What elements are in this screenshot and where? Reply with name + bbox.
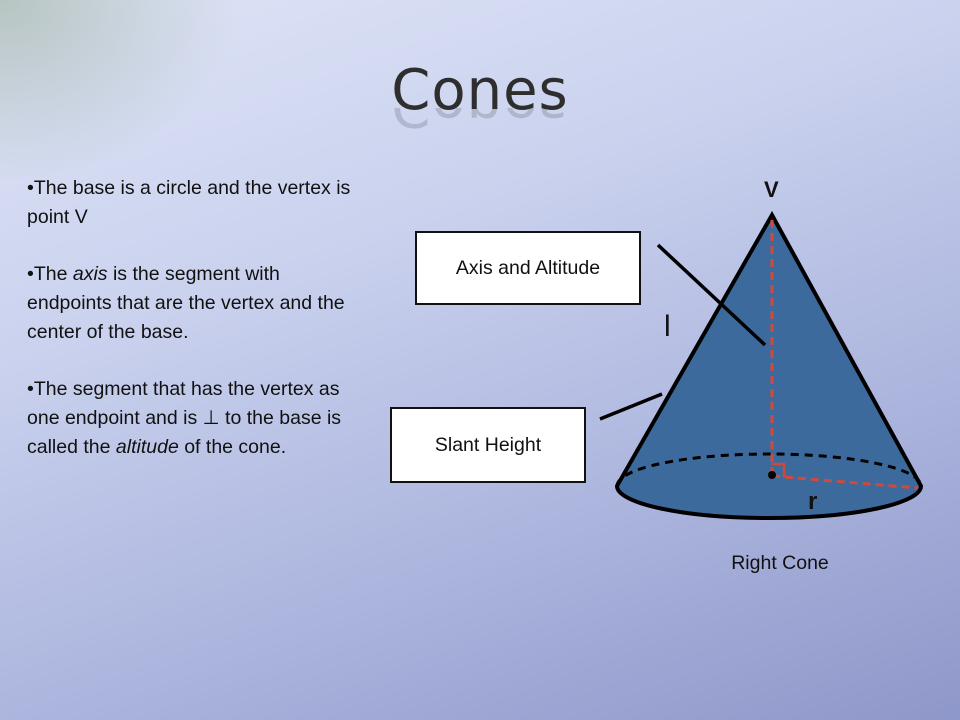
base-center-point xyxy=(768,471,776,479)
bullet-text: is the segment with endpoints that are t… xyxy=(27,263,345,343)
slant-leader-line xyxy=(599,392,663,421)
right-angle-marker xyxy=(772,462,786,477)
slant-height-label: Slant Height xyxy=(434,433,542,456)
bullet-term: axis xyxy=(72,263,108,285)
axis-altitude-label: Axis and Altitude xyxy=(455,256,601,279)
axis-altitude-callout: Axis and Altitude xyxy=(415,231,641,305)
axis-leader-line xyxy=(656,243,767,347)
bullet-text: of the cone. xyxy=(178,436,287,458)
slant-height-callout: Slant Height xyxy=(390,407,586,483)
bullet-list: •The base is a circle and the vertex is … xyxy=(27,174,357,490)
radius-label: r xyxy=(808,488,817,515)
bullet-item: •The segment that has the vertex as one … xyxy=(27,375,357,462)
slant-label: l xyxy=(664,310,671,343)
bullet-item: •The base is a circle and the vertex is … xyxy=(27,174,357,232)
base-front-edge xyxy=(615,485,923,520)
bullet-term: altitude xyxy=(115,436,179,458)
vertex-label: V xyxy=(764,177,779,202)
diagram-caption: Right Cone xyxy=(731,552,829,574)
bullet-text: •The segment that has the vertex as one … xyxy=(27,378,342,458)
base-back-dashed xyxy=(615,452,923,487)
radius-line xyxy=(771,474,919,490)
bullet-text: •The xyxy=(27,263,73,285)
page-title: Cones xyxy=(391,58,569,123)
bullet-item: •The axis is the segment with endpoints … xyxy=(27,260,357,347)
bullet-text: •The base is a circle and the vertex is … xyxy=(27,177,351,228)
